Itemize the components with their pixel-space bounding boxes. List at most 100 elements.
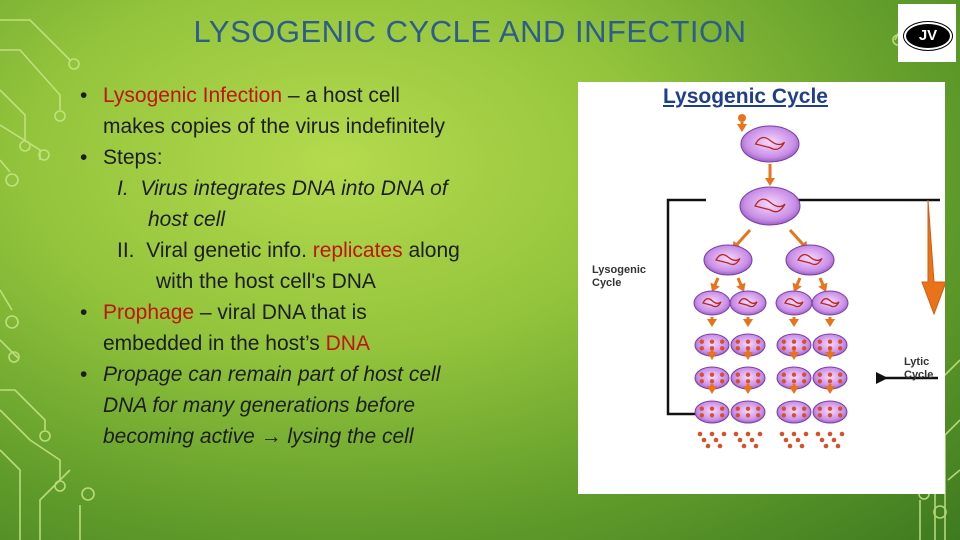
lysogenic-cycle-figure: Lysogenic Cycle Lysogenic Cycle Lytic Cy…	[578, 82, 945, 494]
label-lytic-cycle: Lytic Cycle	[904, 356, 933, 382]
bullet-text: Propage can remain part of host cell	[103, 363, 441, 386]
released-virus	[713, 437, 719, 443]
released-virus	[827, 431, 833, 437]
stage-arrow-head	[789, 386, 799, 394]
bullet-list: • Lysogenic Infection – a host cell make…	[80, 80, 570, 452]
virus-particle	[756, 406, 761, 411]
released-virus	[803, 431, 809, 437]
virus-particle	[791, 372, 797, 377]
step-number: II.	[117, 239, 135, 262]
released-virus	[831, 437, 837, 443]
virus-particle	[838, 413, 843, 418]
dna-strand	[784, 298, 804, 308]
released-virus	[721, 431, 727, 437]
virus-particle	[709, 413, 715, 418]
released-virus	[799, 443, 805, 449]
virus-particle	[827, 372, 833, 377]
bullet-text: embedded in the host’s	[103, 332, 326, 355]
virus-particle	[817, 406, 822, 411]
label-lysogenic-cycle: Lysogenic Cycle	[592, 264, 646, 290]
virus-particle	[802, 372, 807, 377]
bullet-propage: • Propage can remain part of host cell D…	[80, 359, 570, 452]
virus-particle	[827, 339, 833, 344]
stage-arrow	[734, 228, 752, 248]
stage-arrow-head	[765, 178, 775, 186]
virus-particle	[699, 346, 704, 351]
step-text: with the host cell's DNA	[156, 270, 376, 293]
virus-particle	[720, 379, 725, 384]
released-virus	[737, 437, 743, 443]
bullet-text: – a host cell	[282, 84, 400, 107]
phage	[738, 114, 746, 122]
dna-strand	[797, 253, 823, 266]
arrow-right-icon: →	[260, 425, 282, 448]
released-virus	[717, 443, 723, 449]
step-text: Virus integrates DNA into DNA of	[140, 177, 448, 200]
virus-particle	[699, 413, 704, 418]
stage-arrow	[788, 228, 806, 248]
stage-arrow-head	[707, 319, 717, 327]
virus-particle	[781, 339, 786, 344]
released-virus	[783, 437, 789, 443]
cell	[775, 290, 813, 316]
cell	[729, 290, 767, 316]
virus-particle	[745, 406, 751, 411]
released-virus	[823, 443, 829, 449]
released-virus	[741, 443, 747, 449]
released-virus	[819, 437, 825, 443]
virus-particle	[802, 413, 807, 418]
bullet-text: lysing the cell	[281, 425, 414, 448]
virus-particle	[709, 379, 715, 384]
released-virus	[795, 437, 801, 443]
virus-particle	[817, 413, 822, 418]
stage-arrow-head	[743, 352, 753, 360]
step-number: I.	[117, 177, 129, 200]
virus-particle	[735, 339, 740, 344]
stage-arrow-head	[818, 282, 828, 292]
step-text: host cell	[148, 208, 226, 231]
virus-particle	[791, 346, 797, 351]
virus-particle	[699, 339, 704, 344]
step-one: I. Virus integrates DNA into DNA of host…	[80, 173, 570, 235]
virus-particle	[781, 346, 786, 351]
virus-particle	[838, 406, 843, 411]
virus-particle	[838, 339, 843, 344]
cell	[730, 400, 766, 424]
virus-particle	[817, 346, 822, 351]
virus-particle	[827, 346, 833, 351]
cell-stages	[693, 114, 849, 449]
bullet-steps: • Steps:	[80, 142, 570, 173]
cell	[739, 186, 801, 226]
dna-strand	[738, 298, 758, 308]
released-virus	[705, 443, 711, 449]
virus-particle	[745, 372, 751, 377]
stage-arrow-head	[825, 319, 835, 327]
dna-strand	[820, 298, 840, 308]
bullet-dot: •	[80, 146, 88, 169]
stage-arrow-head	[710, 282, 720, 292]
stage-arrow-head	[825, 352, 835, 360]
virus-particle	[827, 406, 833, 411]
virus-particle	[756, 372, 761, 377]
virus-particle	[791, 339, 797, 344]
virus-particle	[802, 379, 807, 384]
label-line: Lytic	[904, 356, 930, 368]
virus-particle	[827, 413, 833, 418]
virus-particle	[720, 406, 725, 411]
released-virus	[697, 431, 703, 437]
virus-particle	[781, 379, 786, 384]
virus-particle	[756, 413, 761, 418]
dna-strand	[754, 198, 786, 213]
released-virus	[749, 437, 755, 443]
label-line: Cycle	[904, 369, 934, 381]
term-dna: DNA	[325, 332, 370, 355]
virus-particle	[709, 406, 715, 411]
dna-strand	[754, 136, 786, 151]
virus-particle	[802, 339, 807, 344]
virus-particle	[699, 379, 704, 384]
bullet-text: makes copies of the virus indefinitely	[103, 115, 445, 138]
virus-particle	[709, 346, 715, 351]
cell	[693, 290, 731, 316]
virus-particle	[802, 346, 807, 351]
stage-arrow-head	[789, 352, 799, 360]
